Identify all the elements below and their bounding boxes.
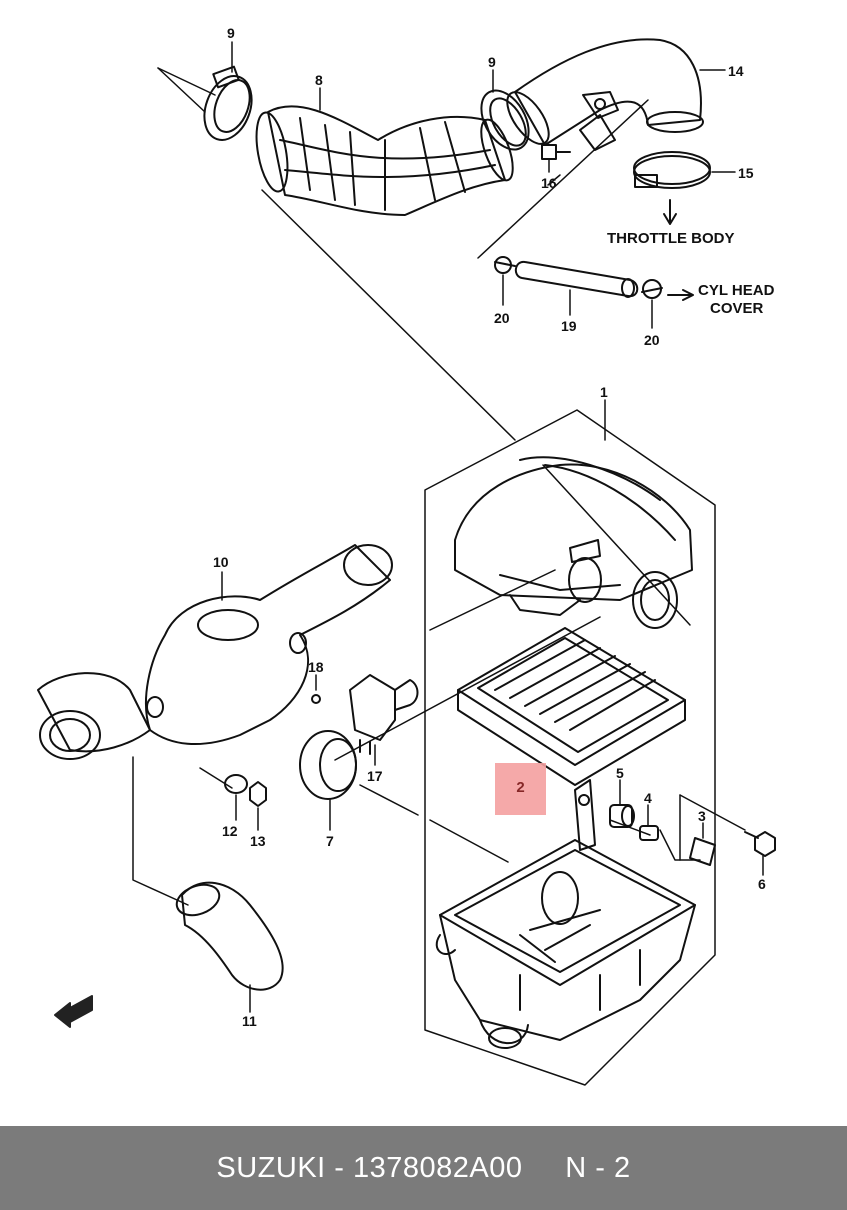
bolt-6-icon (744, 831, 776, 857)
callout-17: 17 (367, 768, 383, 784)
resonator-duct-icon (37, 544, 393, 760)
hose-clamp-left-icon (203, 65, 253, 141)
cyl-head-label-line2: COVER (710, 300, 764, 317)
callout-7: 7 (326, 833, 334, 849)
callout-3: 3 (698, 808, 706, 824)
bushing-12-icon (224, 774, 248, 794)
collar-4-icon (639, 825, 659, 841)
nut-13-icon (249, 781, 267, 807)
parts-diagram: 9 8 9 14 15 16 20 19 20 1 10 18 17 7 12 … (37, 25, 776, 1086)
assembly-outline (424, 409, 716, 1086)
guide-lines (132, 67, 746, 906)
callout-20-right: 20 (644, 332, 660, 348)
callout-4: 4 (644, 790, 652, 806)
grommet-7-icon (299, 730, 357, 800)
air-cleaner-cover-icon (454, 456, 693, 629)
callout-6: 6 (758, 876, 766, 892)
diagram-drawing (37, 38, 776, 1086)
throttle-body-label: THROTTLE BODY (607, 230, 735, 247)
clamp-20-left-icon (494, 256, 516, 274)
elbow-hose-11-icon (175, 881, 284, 991)
callout-10: 10 (213, 554, 229, 570)
callout-18: 18 (308, 659, 324, 675)
clip-3-icon (689, 837, 716, 866)
part-number-caption: SUZUKI - 1378082A00 N - 2 (216, 1151, 631, 1184)
callout-9-left: 9 (227, 25, 235, 41)
sensor-17-icon (349, 674, 419, 755)
callout-19: 19 (561, 318, 577, 334)
callout-14: 14 (728, 63, 744, 79)
callout-9-right: 9 (488, 54, 496, 70)
bracket-icon (574, 779, 596, 851)
screw-18-icon (311, 694, 321, 704)
callout-5: 5 (616, 765, 624, 781)
callout-13: 13 (250, 833, 266, 849)
bushing-5-icon (609, 804, 635, 828)
leader-lines (221, 41, 764, 1013)
callout-1: 1 (600, 384, 608, 400)
callout-8: 8 (315, 72, 323, 88)
breather-hose-icon (514, 260, 639, 298)
front-arrow-icon (54, 995, 93, 1028)
intake-hose-icon (255, 105, 514, 216)
air-cleaner-case-icon (435, 839, 696, 1049)
hose-clamp-right-icon (480, 89, 530, 151)
callout-12: 12 (222, 823, 238, 839)
hose-clamp-15-icon (633, 151, 711, 189)
callout-11: 11 (242, 1013, 257, 1029)
clamp-20-right-icon (641, 279, 663, 299)
callout-20-left: 20 (494, 310, 510, 326)
footer-bar: SUZUKI - 1378082A00 N - 2 (0, 1126, 847, 1210)
air-filter-element-icon (457, 627, 686, 786)
bolt-16-icon (541, 144, 571, 160)
highlighted-part-number: 2 (516, 779, 525, 796)
highlighted-part-marker: 2 (495, 763, 546, 815)
callout-15: 15 (738, 165, 754, 181)
air-pipe-elbow-icon (506, 38, 704, 151)
cyl-head-label-line1: CYL HEAD (698, 282, 775, 299)
callout-16: 16 (541, 175, 557, 191)
